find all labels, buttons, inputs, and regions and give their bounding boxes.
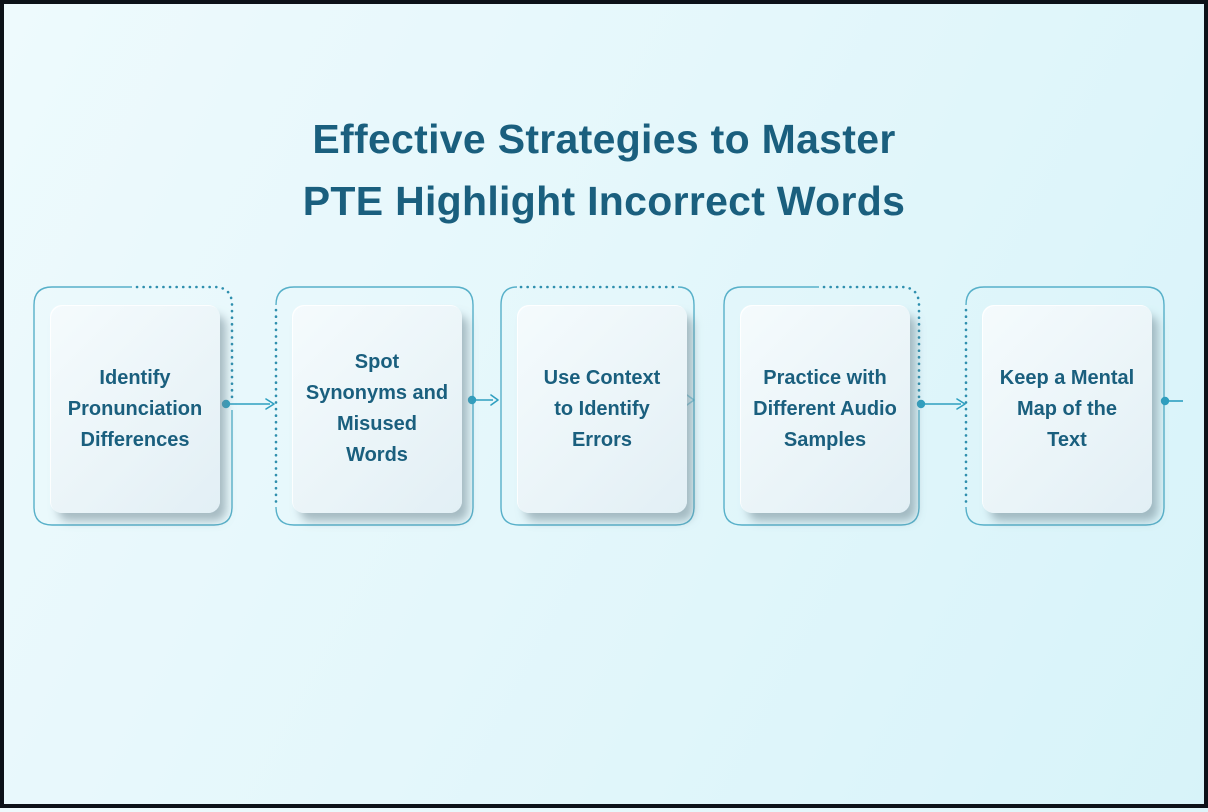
card-label: Keep a Mental Map of the Text bbox=[999, 366, 1135, 451]
card-label: Practice with Different Audio Samples bbox=[753, 366, 897, 451]
card-spot-synonyms: Spot Synonyms and Misused Words bbox=[292, 305, 462, 513]
card-use-context: Use Context to Identify Errors bbox=[517, 305, 687, 513]
card-label: Spot Synonyms and Misused Words bbox=[305, 351, 449, 466]
connector-2-arrow bbox=[467, 394, 499, 406]
card-identify-pronunciation: Identify Pronunciation Differences bbox=[50, 305, 220, 513]
card-label: Identify Pronunciation Differences bbox=[67, 366, 203, 451]
connector-1-arrow bbox=[221, 398, 275, 410]
infographic-title: Effective Strategies to Master PTE Highl… bbox=[302, 116, 906, 224]
card-label: Use Context to Identify Errors bbox=[543, 366, 661, 451]
connector-5-stub bbox=[1160, 396, 1183, 406]
connector-4-arrow bbox=[916, 398, 966, 410]
connector-3-arrow bbox=[686, 394, 695, 406]
card-practice-audio: Practice with Different Audio Samples bbox=[740, 305, 910, 513]
card-mental-map: Keep a Mental Map of the Text bbox=[982, 305, 1152, 513]
